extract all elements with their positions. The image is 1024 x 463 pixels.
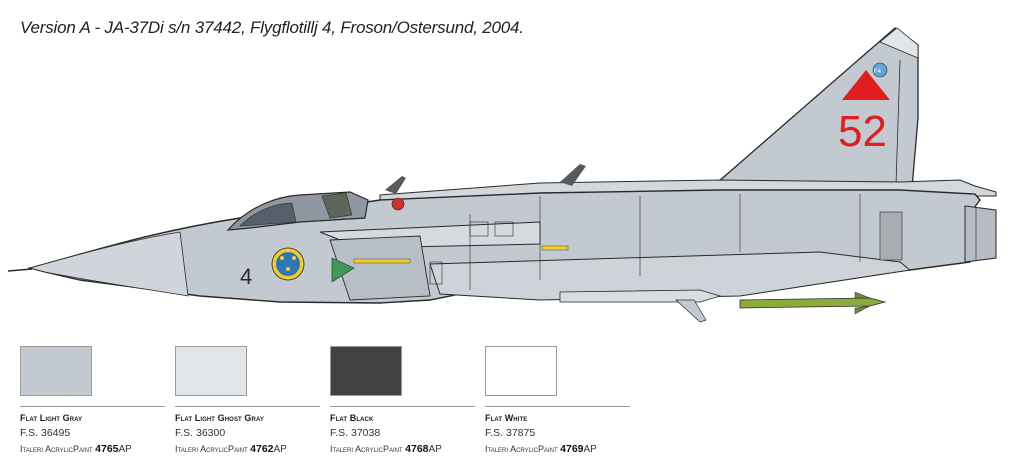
paint-name: Flat Black — [330, 413, 374, 423]
fin-badge — [872, 62, 888, 78]
paint-suffix: AP — [428, 444, 442, 455]
antenna-mid — [560, 164, 586, 186]
cockpit-warning-mark — [391, 197, 405, 211]
yellow-stripe-wing — [541, 245, 569, 251]
paint-suffix: AP — [583, 444, 597, 455]
tail-number: 52 — [838, 107, 887, 156]
nose-cone — [28, 231, 189, 297]
yellow-stripe-intake — [353, 258, 411, 264]
paint-suffix: AP — [273, 444, 287, 455]
version-caption: Version A - JA-37Di s/n 37442, Flygfloti… — [20, 18, 524, 37]
roundel-crown-1 — [280, 256, 284, 260]
unit-badge — [331, 257, 355, 283]
antenna-front — [385, 176, 406, 194]
paint-brand: Italeri AcrylicPaint — [485, 444, 558, 454]
air-intake — [329, 235, 431, 301]
engine-exhaust — [964, 205, 997, 263]
aircraft-profile-illustration: 52 4 F4 — [7, 27, 997, 323]
pylon-drop-tank — [559, 289, 722, 303]
paint-code: 4769 — [560, 443, 584, 455]
acrylic-code: Italeri AcrylicPaint 4765AP — [20, 443, 165, 455]
tail-fin — [716, 27, 919, 189]
tail-red-triangle — [842, 70, 890, 100]
paint-swatch-flat-light-ghost-gray: Flat Light Ghost Gray F.S. 36300 Italeri… — [175, 346, 320, 455]
nose-number: 4 — [240, 264, 252, 289]
divider — [20, 406, 165, 407]
fs-code: F.S. 36300 — [175, 427, 226, 439]
pilot-seat — [321, 192, 353, 219]
acrylic-code: Italeri AcrylicPaint 4762AP — [175, 443, 320, 455]
missile-fins — [854, 291, 871, 315]
fin-badge-text: F4 — [874, 69, 882, 75]
main-wing — [429, 251, 912, 301]
paint-brand: Italeri AcrylicPaint — [20, 444, 93, 454]
color-chip — [20, 346, 92, 396]
acrylic-code: Italeri AcrylicPaint 4768AP — [330, 443, 475, 455]
acrylic-code: Italeri AcrylicPaint 4769AP — [485, 443, 630, 455]
divider — [485, 406, 630, 407]
color-chip — [330, 346, 402, 396]
color-chip — [175, 346, 247, 396]
roundel-inner — [276, 252, 300, 276]
paint-swatch-flat-white: Flat White F.S. 37875 Italeri AcrylicPai… — [485, 346, 630, 455]
paint-name: Flat Light Ghost Gray — [175, 413, 264, 423]
paint-brand: Italeri AcrylicPaint — [175, 444, 248, 454]
underwing-missile — [739, 297, 887, 309]
fs-code: F.S. 37038 — [330, 427, 381, 439]
panel-lines — [429, 194, 903, 290]
divider — [175, 406, 320, 407]
paint-code: 4762 — [250, 443, 274, 455]
canopy-glass — [239, 202, 297, 227]
paint-code: 4765 — [95, 443, 119, 455]
divider — [330, 406, 475, 407]
rudder-line — [895, 59, 901, 186]
paint-name: Flat Light Gray — [20, 413, 83, 423]
paint-name: Flat White — [485, 413, 528, 423]
roundel-crown-2 — [292, 256, 296, 260]
fin-tip-light — [879, 27, 919, 59]
paint-swatch-flat-light-gray: Flat Light Gray F.S. 36495 Italeri Acryl… — [20, 346, 165, 455]
fs-code: F.S. 36495 — [20, 427, 71, 439]
paint-code: 4768 — [405, 443, 429, 455]
paint-swatch-flat-black: Flat Black F.S. 37038 Italeri AcrylicPai… — [330, 346, 475, 455]
roundel-crown-3 — [286, 267, 290, 271]
fs-code: F.S. 37875 — [485, 427, 536, 439]
paint-brand: Italeri AcrylicPaint — [330, 444, 403, 454]
pitot-probe — [7, 268, 33, 272]
paint-suffix: AP — [118, 444, 132, 455]
ventral-fin — [675, 299, 707, 323]
color-chip — [485, 346, 557, 396]
